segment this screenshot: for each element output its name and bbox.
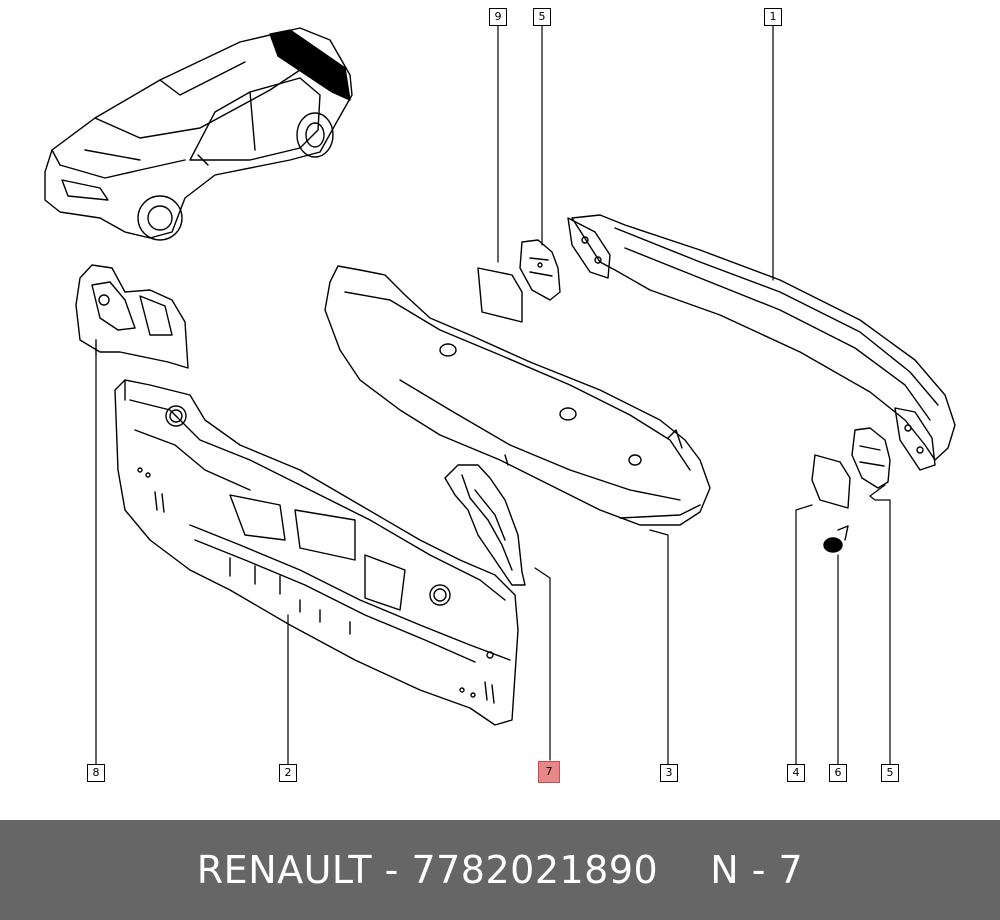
callout-9-top: 9: [489, 8, 507, 26]
callout-1-top: 1: [764, 8, 782, 26]
leader-lines: [95, 24, 891, 765]
part-8-side-panel: [75, 264, 189, 369]
part-number-text: RENAULT - 7782021890: [196, 848, 659, 892]
part-5-bracket-bottom: [851, 427, 891, 489]
part-1-beam: [567, 214, 956, 471]
callout-2: 2: [279, 764, 297, 782]
callout-5-bottom: 5: [881, 764, 899, 782]
part-5-bracket-top: [519, 239, 561, 301]
part-number-banner: RENAULT - 7782021890 N - 7: [0, 820, 1000, 920]
part-4-plate: [811, 454, 851, 509]
callout-6: 6: [829, 764, 847, 782]
callout-5-top: 5: [533, 8, 551, 26]
callout-3: 3: [660, 764, 678, 782]
part-7-bracket: [444, 464, 526, 586]
car-overview-illustration: [44, 27, 353, 241]
part-9-plate: [477, 267, 523, 323]
callout-7-highlighted: 7: [538, 761, 560, 783]
callout-4: 4: [787, 764, 805, 782]
exploded-parts-diagram: [44, 24, 956, 765]
part-3-upper-reinforcement: [324, 265, 711, 526]
callout-8: 8: [87, 764, 105, 782]
part-2-rear-panel: [114, 379, 519, 726]
reference-number-text: N - 7: [710, 848, 804, 892]
part-6-fastener: [823, 525, 849, 553]
